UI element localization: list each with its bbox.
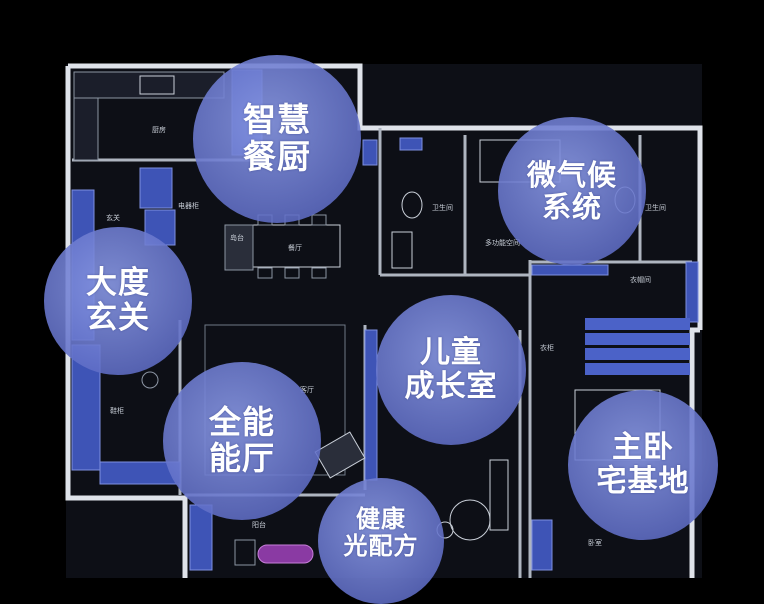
bubble-line: 能厅 [208,439,275,477]
wardrobe-stripes [585,318,690,375]
bubble-line: 微气候 [526,157,617,192]
label-foyer: 玄关 [106,213,120,222]
bubble-line: 宅基地 [596,464,690,499]
label-island: 岛台 [230,233,244,242]
bubble-line: 主卧 [612,430,674,466]
bubble-line: 玄关 [86,300,150,336]
label-kitchen: 厨房 [152,125,166,134]
label-bedroom: 卧室 [588,538,602,547]
label-closet: 衣柜 [540,343,554,352]
balcony-items [234,539,314,566]
label-shoe: 鞋柜 [110,406,124,415]
bubble-smart-kitchen: 智慧 餐厨 [193,55,361,223]
label-multi: 多功能空间 [485,238,520,247]
label-dining: 餐厅 [288,243,302,252]
bubble-line: 全能 [208,403,275,442]
label-wash: 卫生间 [432,203,453,212]
bubble-line: 儿童 [420,335,482,371]
dining-table [224,214,341,279]
bubble-line: 成长室 [404,369,498,404]
label-appliance: 电器柜 [178,201,199,210]
label-bath2: 卫生间 [645,203,666,212]
bubble-micro-climate: 微气候 系统 [498,117,646,265]
bubble-line: 健康 [356,505,406,533]
bubble-baidu-entrance: 大度 玄关 [44,227,192,375]
label-living: 客厅 [300,385,314,394]
kitchen-counter [73,71,225,161]
label-balcony: 阳台 [252,520,266,529]
bubble-line: 大度 [86,265,150,302]
bubble-master-bedroom: 主卧 宅基地 [568,390,718,540]
bubble-health-light: 健康 光配方 [318,478,444,604]
bubble-line: 餐厨 [243,137,311,176]
label-wardrobe: 衣帽间 [630,275,651,284]
bubble-line: 智慧 [243,100,311,140]
bubble-child-room: 儿童 成长室 [376,295,526,445]
bubble-line: 系统 [541,190,602,224]
bubble-living-hall: 全能 能厅 [163,362,321,520]
bubble-line: 光配方 [343,531,419,560]
